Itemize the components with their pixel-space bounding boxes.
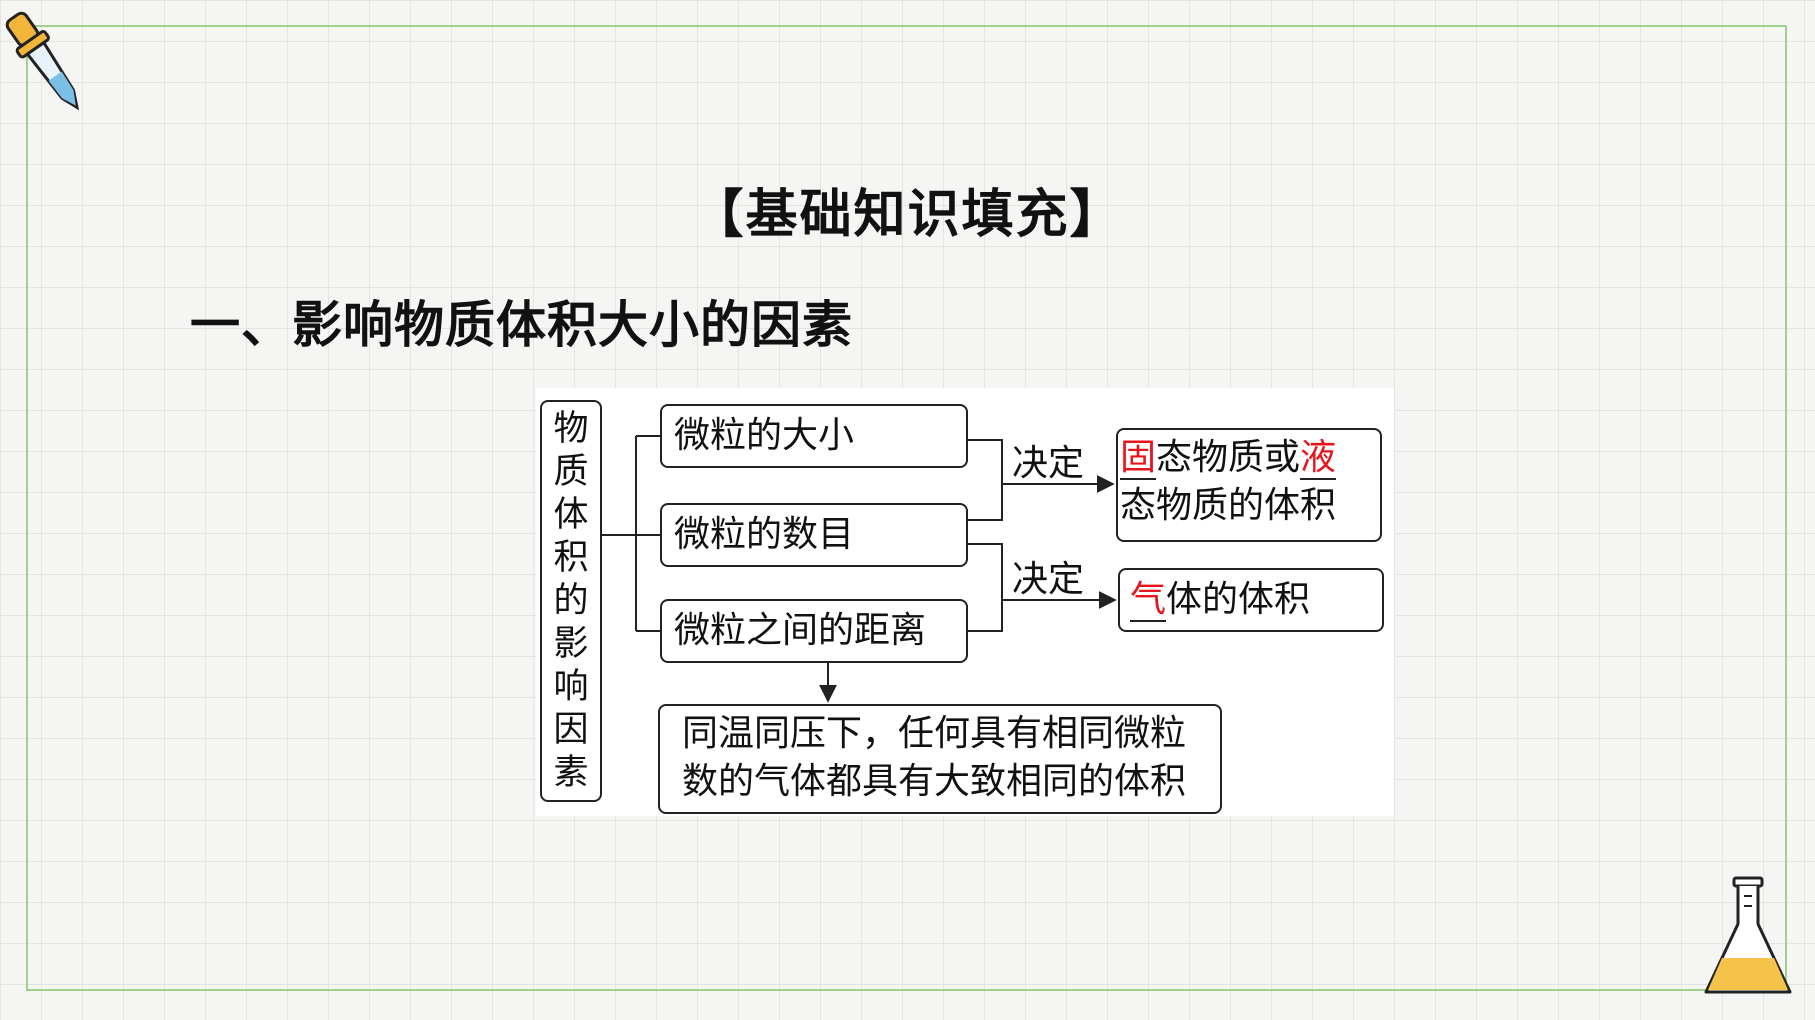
flask-icon [1704, 876, 1792, 994]
result-solid-liquid-volume: 固态物质或液 态物质的体积 [1116, 428, 1382, 542]
root-char: 影 [553, 623, 589, 664]
result-text-2: 态物质的体积 [1120, 485, 1337, 526]
factor-particle-size: 微粒的大小 [660, 404, 968, 468]
root-char: 素 [553, 752, 589, 793]
root-char: 物 [553, 408, 589, 449]
slide-frame [26, 25, 1787, 991]
root-char: 质 [553, 451, 589, 492]
result-text-1: 态物质或 [1156, 437, 1301, 478]
result-gas-volume: 气体的体积 [1118, 568, 1384, 632]
root-char: 响 [553, 666, 589, 707]
root-char: 因 [553, 709, 589, 750]
summary-line-2: 数的气体都具有大致相同的体积 [682, 761, 1187, 802]
summary-box: 同温同压下，任何具有相同微粒 数的气体都具有大致相同的体积 [658, 704, 1222, 814]
root-factor-box: 物 质 体 积 的 影 响 因 素 [540, 400, 602, 802]
decide-label-2: 决定 [1012, 559, 1085, 600]
diagram-connectors [602, 435, 1117, 703]
connector-bracket-1 [968, 439, 1003, 521]
result-gas-text: 体的体积 [1166, 579, 1311, 620]
answer-gas: 气 [1130, 579, 1167, 622]
root-char: 积 [553, 537, 589, 578]
dropper-icon [5, 11, 80, 111]
connector-bracket-2 [968, 543, 1003, 632]
decide-label-1: 决定 [1012, 443, 1085, 484]
root-char: 的 [553, 580, 589, 621]
factor-particle-distance: 微粒之间的距离 [660, 599, 968, 663]
concept-diagram: 物 质 体 积 的 影 响 因 素 微粒的大小 微粒的数目 微粒之间的距离 决定… [536, 388, 1394, 816]
slide-title: 【基础知识填充】 [691, 184, 1124, 245]
factor-particle-count: 微粒的数目 [660, 503, 968, 567]
answer-solid: 固 [1120, 437, 1157, 480]
answer-liquid: 液 [1300, 437, 1337, 480]
result-line-1: 固态物质或液 [1120, 434, 1380, 482]
root-char: 体 [553, 494, 589, 535]
section-heading: 一、影响物质体积大小的因素 [190, 296, 853, 354]
summary-line-1: 同温同压下，任何具有相同微粒 [682, 713, 1187, 754]
